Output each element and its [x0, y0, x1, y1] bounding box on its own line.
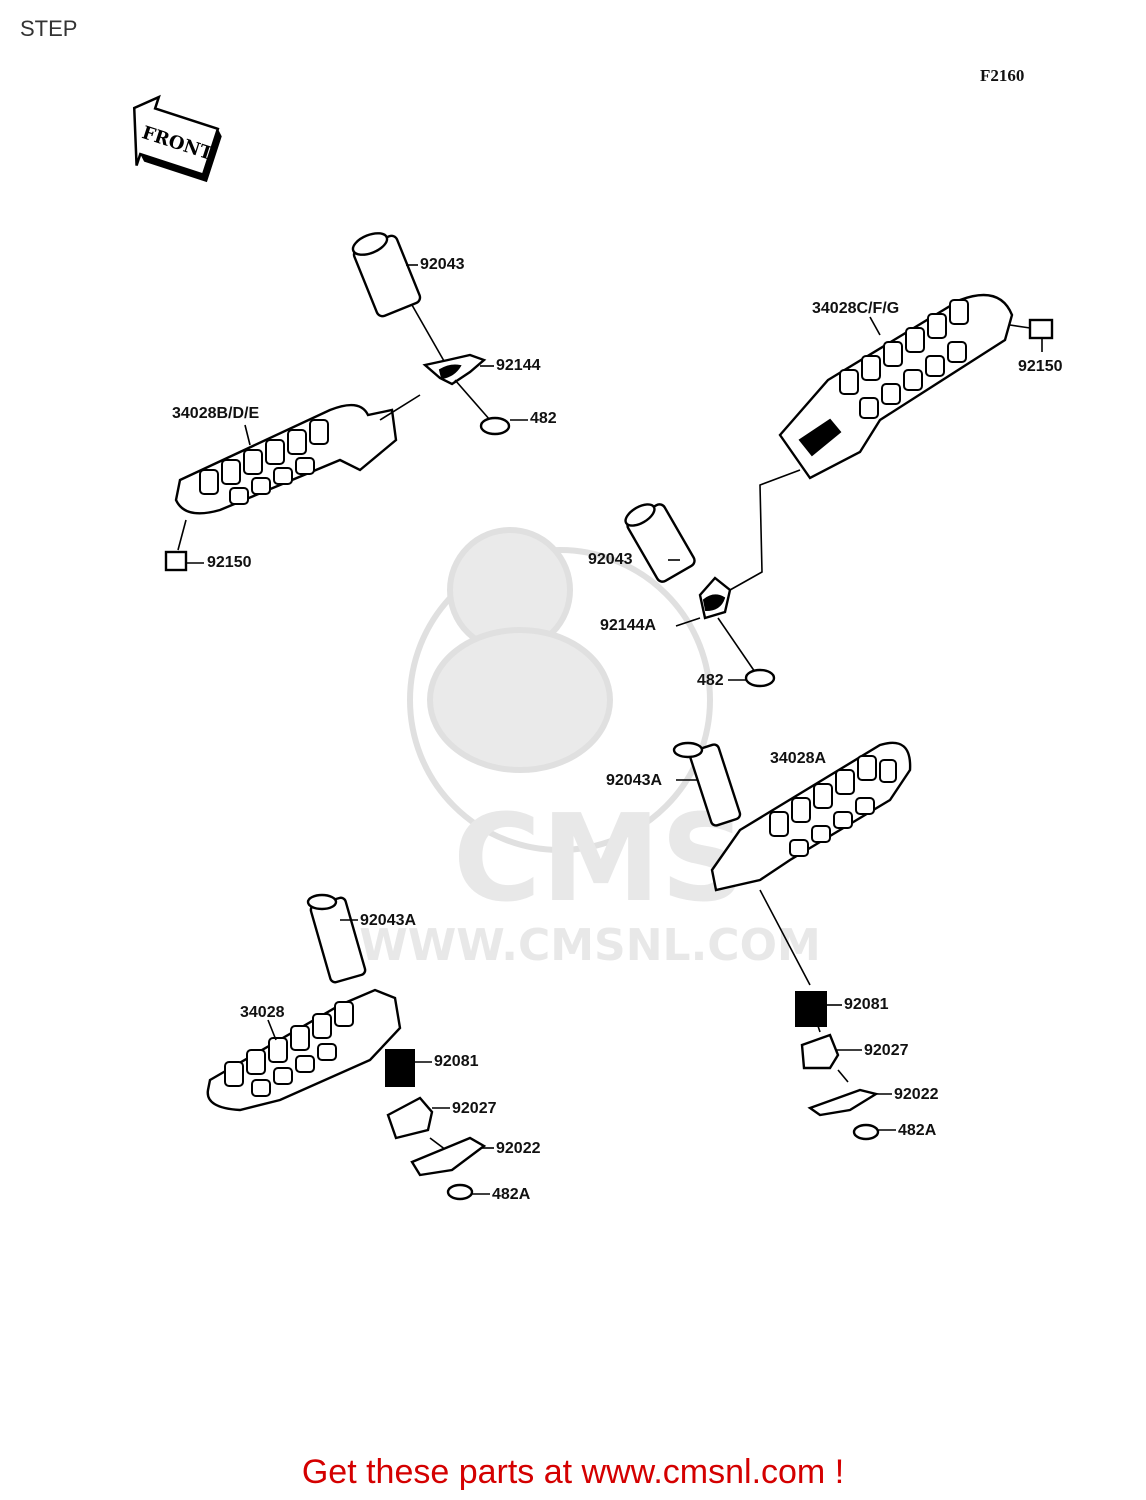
front-arrow: FRONT: [132, 94, 222, 183]
callout-34028cfg: 34028C/F/G: [812, 300, 900, 317]
upper-right-step-assembly: [624, 293, 1054, 688]
callout-34028: 34028: [240, 1004, 285, 1021]
watermark-brand: CMS: [453, 790, 747, 929]
lower-right-step-assembly: [672, 741, 912, 1141]
callout-92144: 92144: [496, 357, 541, 374]
callout-92150-left: 92150: [207, 554, 252, 571]
callout-34028a: 34028A: [770, 750, 827, 767]
callout-leaders: [186, 264, 896, 1195]
watermark-logo: CMS WWW.CMSNL.COM: [359, 527, 821, 971]
page-title: STEP: [20, 16, 78, 41]
diagram-code: F2160: [980, 66, 1025, 85]
callout-92022-left: 92022: [496, 1140, 541, 1157]
upper-left-step-assembly: [164, 232, 511, 572]
callout-92022-right: 92022: [894, 1086, 939, 1103]
callout-92081-left: 92081: [434, 1053, 479, 1070]
footer-cta-link[interactable]: Get these parts at www.cmsnl.com !: [301, 1453, 845, 1491]
watermark-url: WWW.CMSNL.COM: [359, 920, 821, 971]
callout-92043a-left: 92043A: [360, 912, 417, 929]
callout-92144a: 92144A: [600, 617, 657, 634]
callout-92043-upper-left: 92043: [420, 256, 465, 273]
lower-left-step-assembly: [206, 893, 487, 1201]
callout-92027-left: 92027: [452, 1100, 497, 1117]
callout-482-upper-right: 482: [697, 672, 724, 689]
callout-482a-right: 482A: [898, 1122, 937, 1139]
callout-92043a-right: 92043A: [606, 772, 663, 789]
callout-34028bde: 34028B/D/E: [172, 405, 260, 422]
callout-92043-upper-right: 92043: [588, 551, 633, 568]
callout-92081-right: 92081: [844, 996, 889, 1013]
callout-482-upper-left: 482: [530, 410, 557, 427]
callout-482a-left: 482A: [492, 1186, 531, 1203]
callout-92027-right: 92027: [864, 1042, 909, 1059]
callout-92150-right: 92150: [1018, 358, 1063, 375]
